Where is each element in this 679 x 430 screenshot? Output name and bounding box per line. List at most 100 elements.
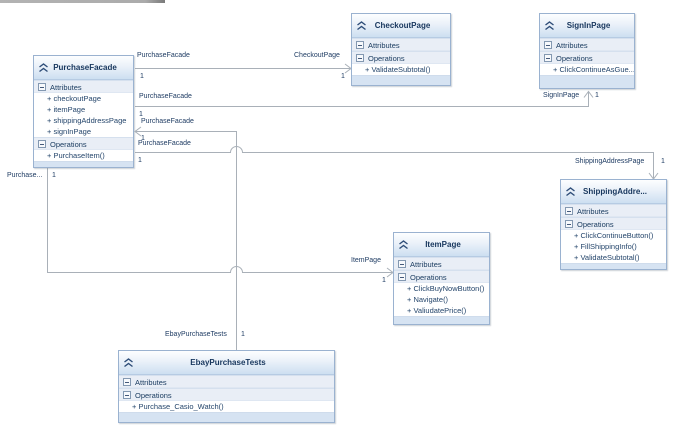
connector-ebaypurchasetests-purchasefacade[interactable]: [134, 126, 237, 350]
section-label: Attributes: [135, 378, 167, 387]
operations-section[interactable]: Operations: [352, 51, 450, 64]
attributes-section[interactable]: Attributes: [352, 38, 450, 51]
attribute-row[interactable]: + signInPage: [34, 126, 133, 137]
class-title: EbayPurchaseTests: [190, 358, 266, 367]
class-signinpage[interactable]: SignInPage Attributes Operations + Click…: [539, 13, 635, 89]
multiplicity-label: 1: [141, 135, 145, 142]
class-header[interactable]: PurchaseFacade: [34, 56, 133, 80]
connector-purchasefacade-checkoutpage[interactable]: [135, 63, 352, 74]
multiplicity-label: 1: [138, 157, 142, 164]
role-label-shippingaddresspage: ShippingAddressPage: [575, 158, 645, 165]
multiplicity-label: 1: [140, 73, 144, 80]
connector-purchasefacade-signinpage[interactable]: [135, 90, 594, 107]
multiplicity-label: 1: [341, 73, 345, 80]
attributes-section[interactable]: Attributes: [561, 204, 666, 217]
box-footer: [352, 75, 450, 85]
class-purchasefacade[interactable]: PurchaseFacade Attributes + checkoutPage…: [33, 55, 134, 168]
collapse-icon[interactable]: [544, 20, 555, 31]
section-label: Operations: [135, 391, 172, 400]
operation-row[interactable]: + ClickContinueAsGue...: [540, 64, 634, 75]
role-label-purchasefacade: PurchaseFacade: [139, 93, 192, 100]
role-label-checkoutpage: CheckoutPage: [294, 52, 340, 59]
box-footer: [540, 75, 634, 88]
class-title: CheckoutPage: [374, 21, 431, 30]
operation-row[interactable]: + Navigate(): [394, 294, 489, 305]
collapse-section-icon[interactable]: [38, 140, 46, 148]
role-label-itempage: ItemPage: [351, 257, 381, 264]
collapse-section-icon[interactable]: [38, 83, 46, 91]
class-itempage[interactable]: ItemPage Attributes Operations + ClickBu…: [393, 232, 490, 325]
class-header[interactable]: SignInPage: [540, 14, 634, 38]
attribute-row[interactable]: + itemPage: [34, 104, 133, 115]
box-footer: [394, 316, 489, 324]
operations-section[interactable]: Operations: [394, 270, 489, 283]
collapse-icon[interactable]: [123, 357, 134, 368]
arrow-up-icon: [583, 90, 594, 98]
multiplicity-label: 1: [241, 331, 245, 338]
attributes-section[interactable]: Attributes: [34, 80, 133, 93]
multiplicity-label: 1: [382, 277, 386, 284]
class-header[interactable]: ItemPage: [394, 233, 489, 257]
collapse-section-icon[interactable]: [398, 273, 406, 281]
collapse-section-icon[interactable]: [123, 378, 131, 386]
class-header[interactable]: EbayPurchaseTests: [119, 351, 334, 375]
role-label-purchasefacade: PurchaseFacade: [141, 118, 194, 125]
attribute-row[interactable]: + shippingAddressPage: [34, 115, 133, 126]
operation-row[interactable]: + ValidateSubtotal(): [561, 252, 666, 263]
top-divider-bar: [0, 0, 165, 3]
section-label: Operations: [556, 54, 593, 63]
operation-row[interactable]: + ValidateSubtotal(): [352, 64, 450, 75]
operations-section[interactable]: Operations: [34, 137, 133, 150]
attributes-section[interactable]: Attributes: [119, 375, 334, 388]
attributes-section[interactable]: Attributes: [540, 38, 634, 51]
class-shippingaddresspage[interactable]: ShippingAddre... Attributes Operations +…: [560, 179, 667, 270]
section-label: Attributes: [368, 41, 400, 50]
collapse-section-icon[interactable]: [356, 41, 364, 49]
box-footer: [34, 161, 133, 167]
collapse-icon[interactable]: [38, 62, 49, 73]
class-header[interactable]: CheckoutPage: [352, 14, 450, 38]
collapse-icon[interactable]: [356, 20, 367, 31]
collapse-section-icon[interactable]: [544, 54, 552, 62]
collapse-section-icon[interactable]: [565, 207, 573, 215]
operation-row[interactable]: + Purchase_Casio_Watch(): [119, 401, 334, 412]
collapse-section-icon[interactable]: [123, 391, 131, 399]
operations-section[interactable]: Operations: [561, 217, 666, 230]
operation-row[interactable]: + FillShippingInfo(): [561, 241, 666, 252]
section-label: Operations: [50, 140, 87, 149]
operation-row[interactable]: + ClickBuyNowButton(): [394, 283, 489, 294]
class-title: SignInPage: [566, 21, 611, 30]
section-label: Attributes: [410, 260, 442, 269]
multiplicity-label: 1: [595, 92, 599, 99]
box-footer: [561, 263, 666, 269]
collapse-section-icon[interactable]: [356, 54, 364, 62]
collapse-section-icon[interactable]: [565, 220, 573, 228]
role-label-purchasefacade: PurchaseFacade: [137, 52, 190, 59]
collapse-icon[interactable]: [565, 186, 576, 197]
collapse-icon[interactable]: [398, 239, 409, 250]
section-label: Operations: [577, 220, 614, 229]
operation-row[interactable]: + PurchaseItem(): [34, 150, 133, 161]
operation-row[interactable]: + ClickContinueButton(): [561, 230, 666, 241]
class-checkoutpage[interactable]: CheckoutPage Attributes Operations + Val…: [351, 13, 451, 86]
multiplicity-label: 1: [661, 158, 665, 165]
class-title: ItemPage: [425, 240, 461, 249]
collapse-section-icon[interactable]: [398, 260, 406, 268]
section-label: Operations: [410, 273, 447, 282]
attributes-section[interactable]: Attributes: [394, 257, 489, 270]
collapse-section-icon[interactable]: [544, 41, 552, 49]
class-ebaypurchasetests[interactable]: EbayPurchaseTests Attributes Operations …: [118, 350, 335, 423]
section-label: Operations: [368, 54, 405, 63]
operations-section[interactable]: Operations: [119, 388, 334, 401]
class-title: ShippingAddre...: [583, 187, 647, 196]
arrow-left-icon: [134, 126, 142, 137]
operation-row[interactable]: + ValiudatePrice(): [394, 305, 489, 316]
multiplicity-label: 1: [139, 111, 143, 118]
class-header[interactable]: ShippingAddre...: [561, 180, 666, 204]
multiplicity-label: 1: [52, 172, 56, 179]
connector-purchasefacade-itempage[interactable]: [47, 166, 394, 278]
role-label-signinpage: SignInPage: [543, 92, 580, 99]
attribute-row[interactable]: + checkoutPage: [34, 93, 133, 104]
operations-section[interactable]: Operations: [540, 51, 634, 64]
